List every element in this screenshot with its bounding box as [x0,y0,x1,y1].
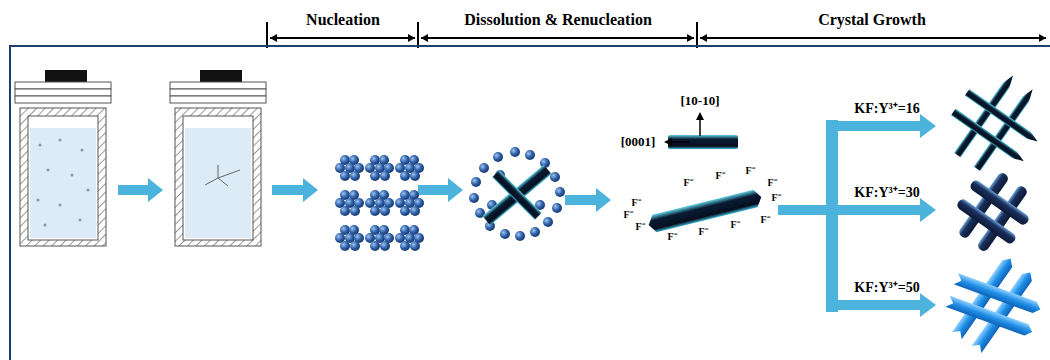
autoclave [170,70,266,246]
autoclave [15,70,111,246]
ion-label: F⁻ [715,171,724,181]
ion-label: F⁻ [745,166,754,176]
ion-label: F⁻ [635,222,644,232]
ion-label: F⁻ [667,232,676,242]
ion-label: F⁻ [767,178,776,188]
stage-heading: Nucleation [306,12,380,28]
stage-heading: Dissolution & Renucleation [464,12,652,28]
ratio-label: KF:Y³⁺=16 [854,102,919,116]
ratio-label: KF:Y³⁺=30 [854,186,919,200]
ion-label: F⁻ [730,220,739,230]
ion-label: F⁻ [631,198,640,208]
stage-heading: Crystal Growth [818,12,926,28]
ion-label: F⁻ [771,193,780,203]
ratio-label: KF:Y³⁺=50 [854,281,919,295]
axis-label: [10-10] [681,94,720,107]
axis-label: [0001] [621,135,656,148]
ion-label: F⁻ [698,227,707,237]
ion-label: F⁻ [683,178,692,188]
ion-label: F⁻ [760,215,769,225]
ion-label: F⁻ [623,210,632,220]
